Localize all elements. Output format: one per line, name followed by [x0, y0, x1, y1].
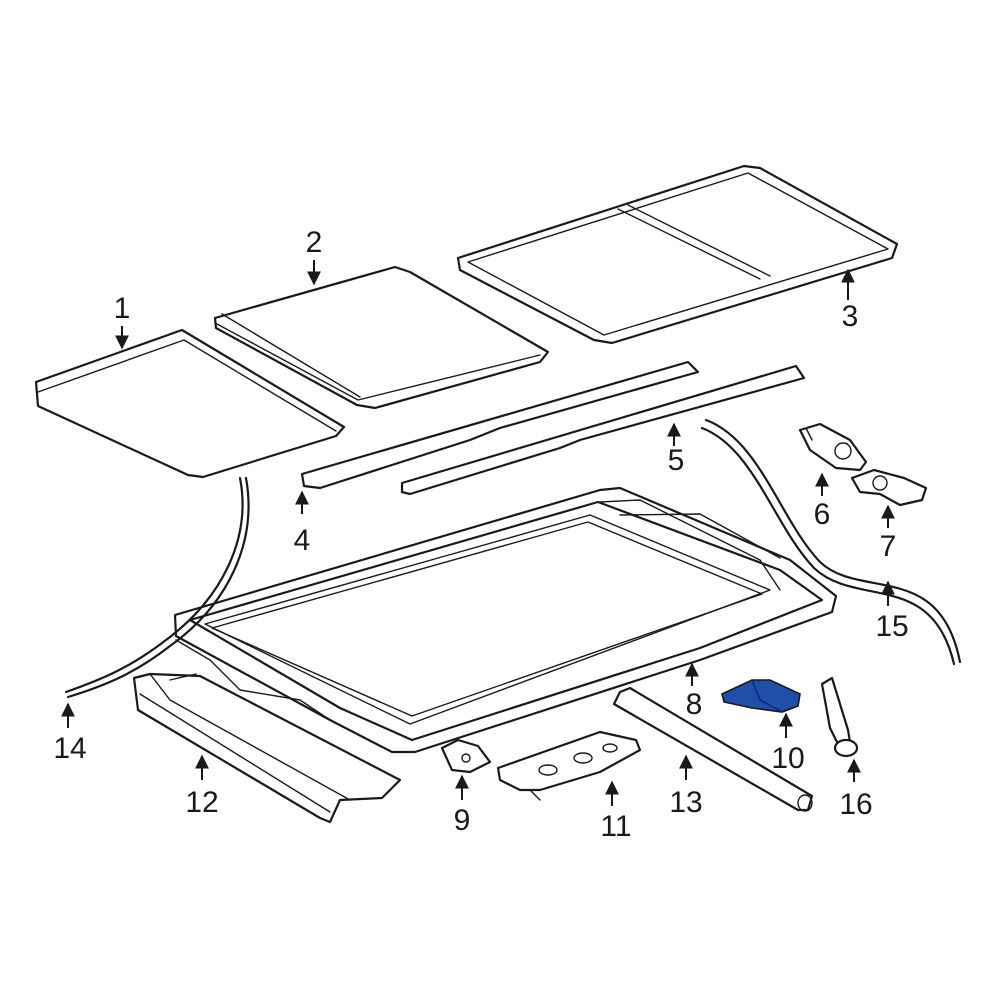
callout-6: 6 [814, 498, 831, 531]
part-1-glass-panel[interactable] [34, 328, 346, 479]
part-10-bracket-highlighted[interactable] [721, 679, 801, 713]
callout-2: 2 [306, 226, 323, 259]
part-15-drain-hose[interactable] [700, 418, 962, 666]
callout-7: 7 [880, 530, 897, 563]
callout-15: 15 [875, 610, 908, 643]
part-9-bracket[interactable] [440, 738, 492, 774]
part-3-frame-seal[interactable] [456, 164, 899, 345]
part-4-trim-strip[interactable] [300, 360, 700, 490]
callout-16: 16 [839, 788, 872, 821]
part-7-motor[interactable] [850, 468, 928, 507]
callout-10: 10 [771, 742, 804, 775]
part-2-glass-panel[interactable] [213, 265, 550, 410]
callout-numbers: 1 2 3 4 5 6 7 8 9 10 11 12 13 14 15 16 [53, 226, 908, 843]
callout-12: 12 [185, 786, 218, 819]
callout-5: 5 [668, 444, 685, 477]
part-16-hose-end[interactable] [820, 676, 859, 758]
part-8-sunroof-frame[interactable] [173, 486, 838, 754]
callout-8: 8 [686, 688, 703, 721]
callout-13: 13 [669, 786, 702, 819]
callout-4: 4 [294, 524, 311, 557]
part-12-channel[interactable] [132, 672, 402, 824]
part-14-drain-hose[interactable] [64, 476, 250, 699]
callout-9: 9 [454, 804, 471, 837]
callout-14: 14 [53, 732, 86, 765]
part-13-rod[interactable] [612, 686, 814, 812]
leader-lines [61, 260, 895, 806]
part-11-plate[interactable] [496, 730, 642, 801]
callout-3: 3 [842, 300, 859, 333]
part-6-motor[interactable] [798, 422, 868, 472]
callout-1: 1 [114, 292, 131, 325]
callout-11: 11 [600, 810, 631, 843]
part-5-trim-strip[interactable] [400, 364, 806, 496]
